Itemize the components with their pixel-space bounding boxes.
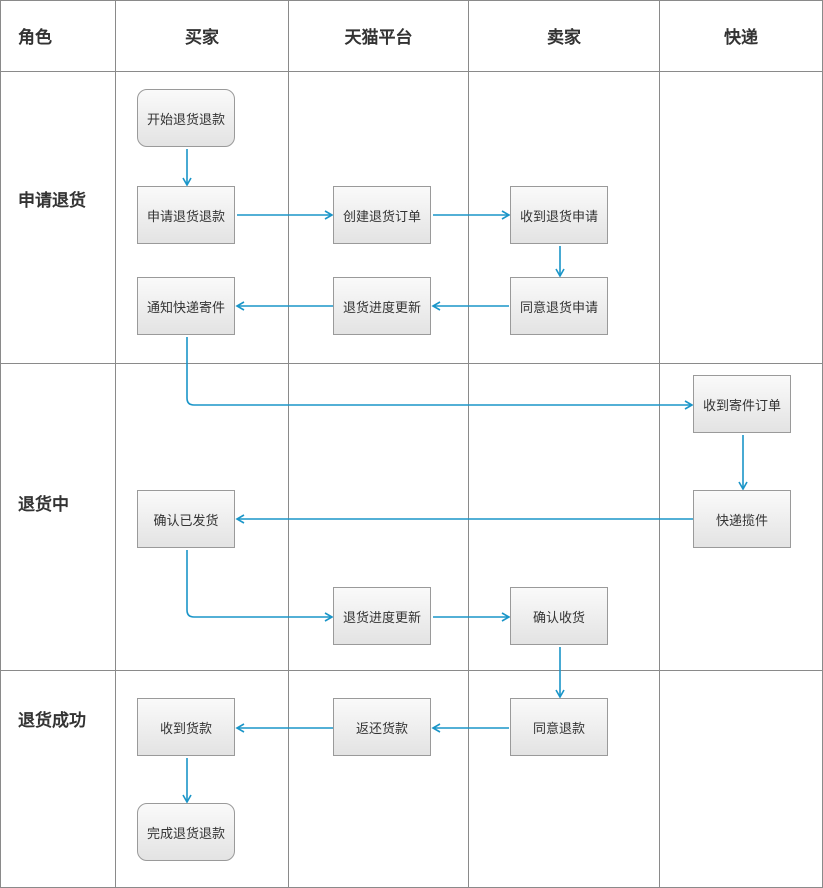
node-agree-refund: 同意退款 <box>510 698 608 756</box>
node-receive-return-request: 收到退货申请 <box>510 186 608 244</box>
header-lane-platform: 天猫平台 <box>344 28 413 48</box>
node-return-progress-update-2: 退货进度更新 <box>333 587 431 645</box>
border-top <box>0 0 823 1</box>
node-agree-return-request: 同意退货申请 <box>510 277 608 335</box>
phase-return-success: 退货成功 <box>18 711 86 731</box>
node-confirm-shipped: 确认已发货 <box>137 490 235 548</box>
arrow-notify-to-courier-order <box>186 337 694 410</box>
header-lane-seller: 卖家 <box>547 28 581 48</box>
lane-divider-2 <box>288 0 289 888</box>
border-left <box>0 0 1 888</box>
phase-divider-2 <box>0 670 823 671</box>
header-divider <box>0 71 823 72</box>
phase-apply-return: 申请退货 <box>18 191 86 211</box>
lane-divider-4 <box>659 0 660 888</box>
phase-returning: 退货中 <box>18 495 69 515</box>
header-role: 角色 <box>18 28 52 48</box>
phase-divider-1 <box>0 363 823 364</box>
node-finish-return: 完成退货退款 <box>137 803 235 861</box>
node-start-return: 开始退货退款 <box>137 89 235 147</box>
node-confirm-receipt: 确认收货 <box>510 587 608 645</box>
node-receive-payment: 收到货款 <box>137 698 235 756</box>
lane-divider-3 <box>468 0 469 888</box>
arrow-confirm-ship-to-progress <box>186 550 334 622</box>
node-return-payment: 返还货款 <box>333 698 431 756</box>
header-lane-courier: 快递 <box>724 28 758 48</box>
node-return-progress-update-1: 退货进度更新 <box>333 277 431 335</box>
node-courier-pickup: 快递揽件 <box>693 490 791 548</box>
node-create-return-order: 创建退货订单 <box>333 186 431 244</box>
header-lane-buyer: 买家 <box>185 28 219 48</box>
node-notify-courier: 通知快递寄件 <box>137 277 235 335</box>
lane-divider-1 <box>115 0 116 888</box>
node-receive-shipping-order: 收到寄件订单 <box>693 375 791 433</box>
node-apply-return: 申请退货退款 <box>137 186 235 244</box>
